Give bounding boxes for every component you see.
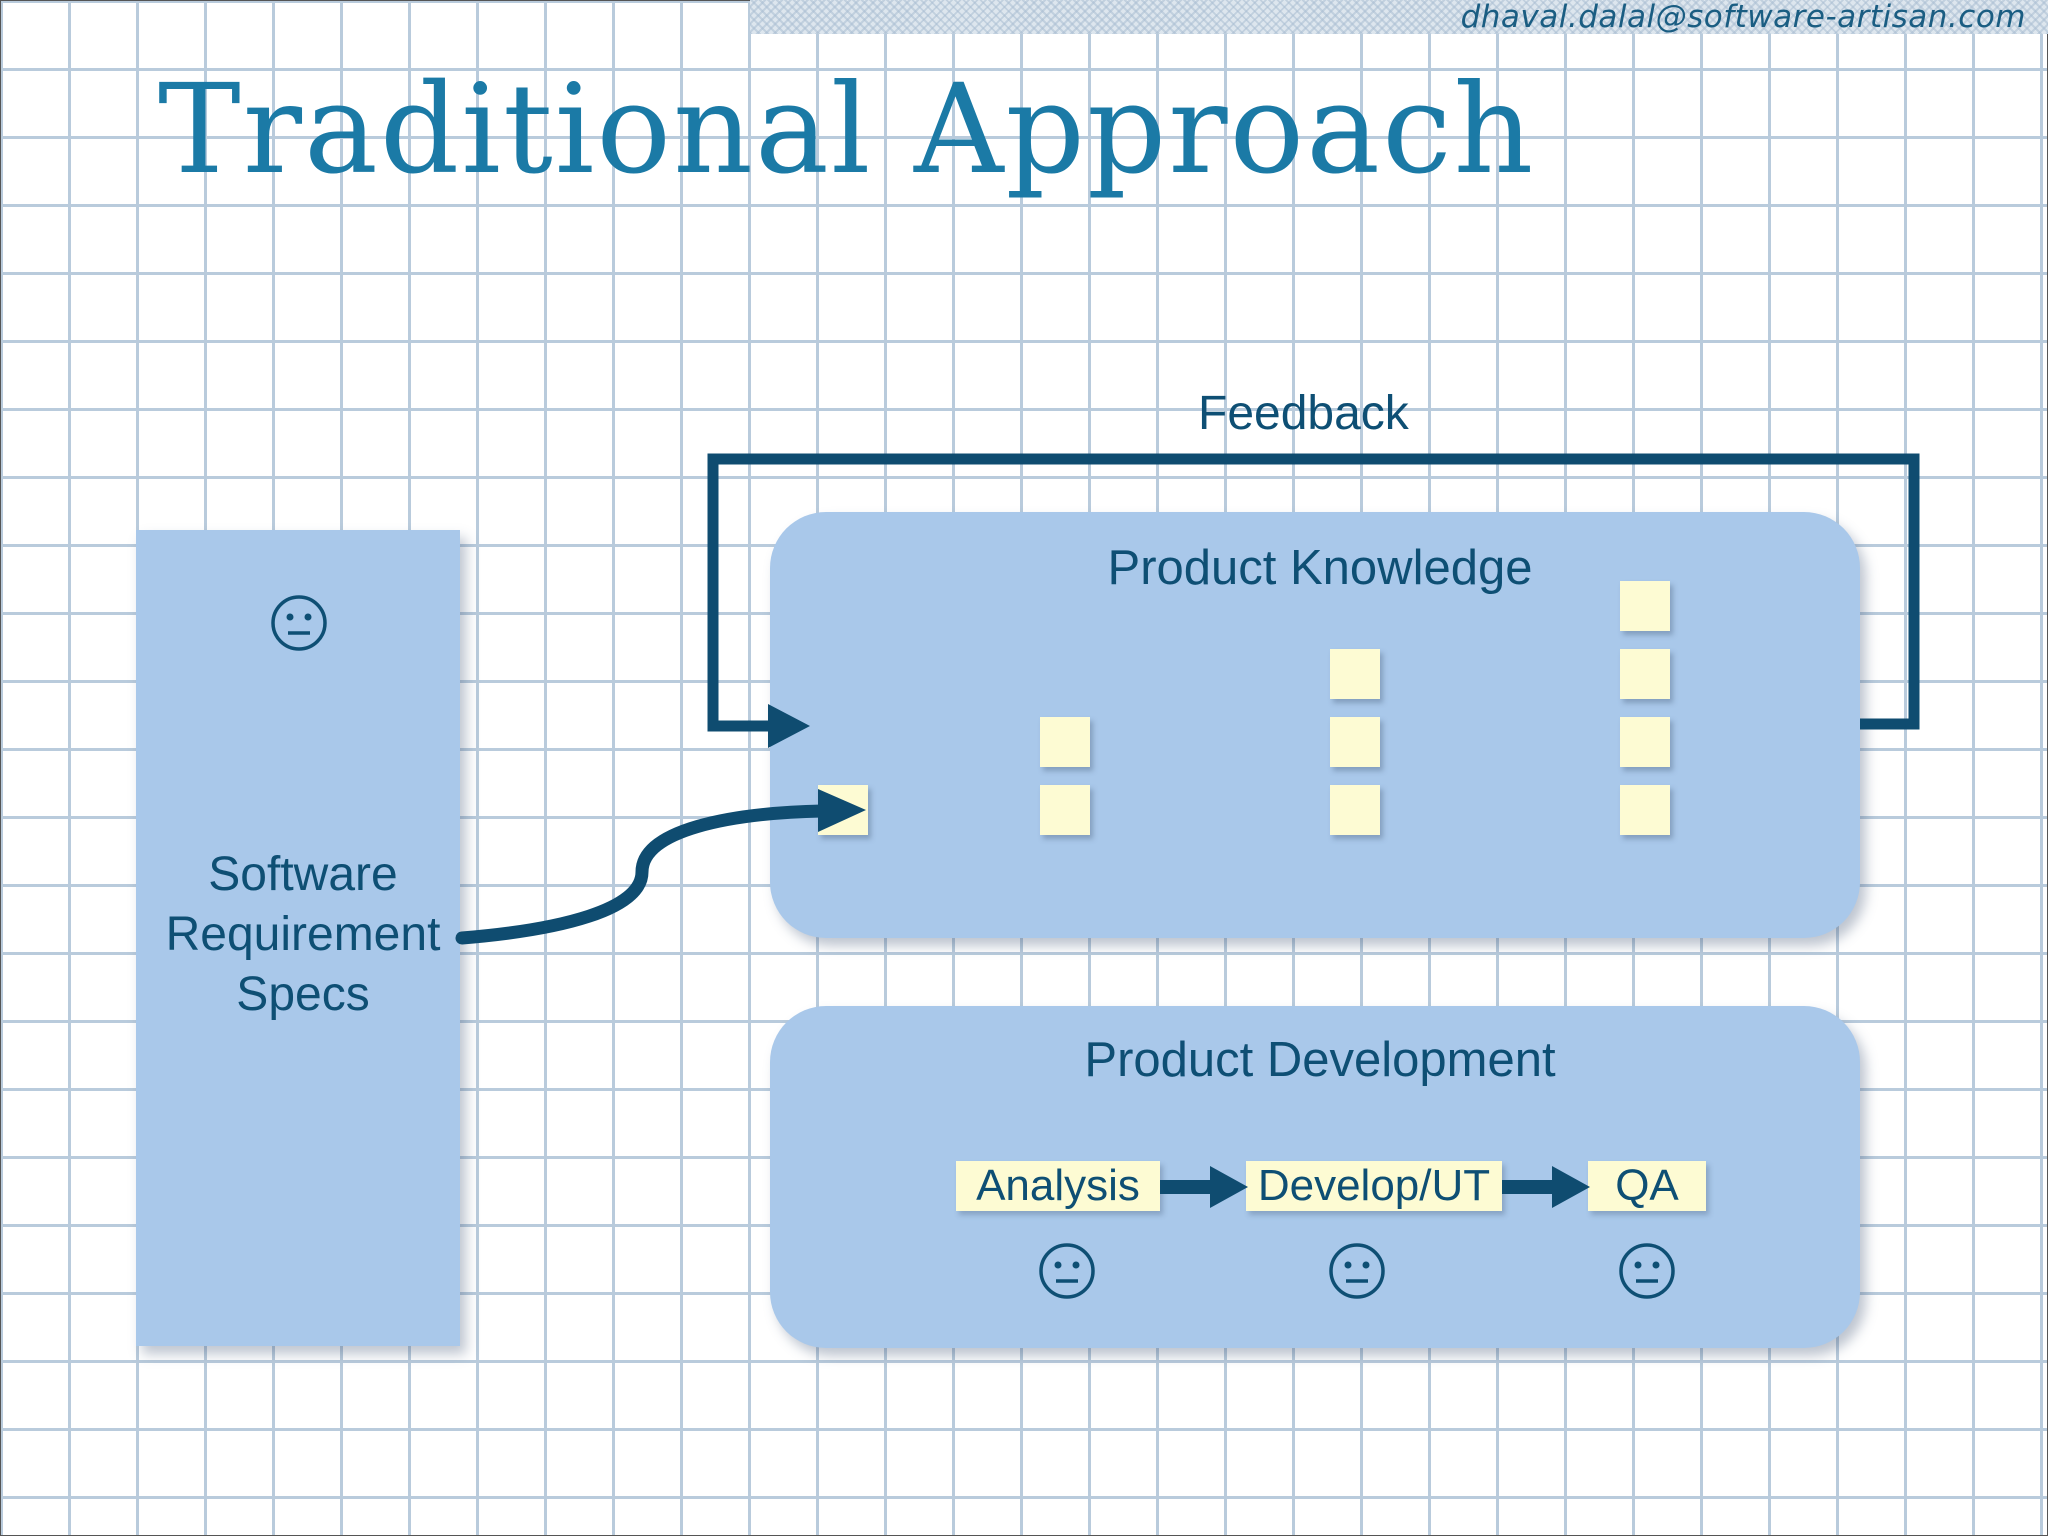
knowledge-note-2-1	[1040, 717, 1090, 767]
srs-label: Software Requirement Specs	[136, 845, 470, 1025]
knowledge-note-1-1	[818, 785, 868, 835]
analysis-neutral-face-icon	[1039, 1243, 1095, 1299]
qa-step: QA	[1588, 1161, 1706, 1211]
develop-ut-step: Develop/UT	[1246, 1161, 1502, 1211]
knowledge-note-2-2	[1040, 785, 1090, 835]
qa-neutral-face-icon	[1619, 1243, 1675, 1299]
knowledge-note-3-1	[1330, 649, 1380, 699]
srs-label-line-1: Software	[208, 848, 398, 901]
analysis-step: Analysis	[956, 1161, 1160, 1211]
knowledge-note-4-4	[1620, 785, 1670, 835]
product-development-label: Product Development	[1084, 1033, 1556, 1087]
srs-to-knowledge-arrow	[455, 804, 829, 945]
knowledge-note-3-2	[1330, 717, 1380, 767]
srs-panel	[136, 530, 460, 1346]
header-band: dhaval.dalal@software-artisan.com	[750, 0, 2048, 34]
slide-title: Traditional Approach	[158, 58, 1536, 202]
develop-neutral-face-icon	[1329, 1243, 1385, 1299]
knowledge-note-4-1	[1620, 581, 1670, 631]
knowledge-note-3-3	[1330, 785, 1380, 835]
srs-label-line-2: Requirement	[165, 908, 441, 961]
neutral-face-icon	[271, 595, 327, 651]
product-knowledge-label: Product Knowledge	[1107, 541, 1533, 595]
author-email: dhaval.dalal@software-artisan.com	[1460, 0, 2026, 35]
feedback-label: Feedback	[1198, 387, 1409, 440]
knowledge-note-4-3	[1620, 717, 1670, 767]
srs-label-line-3: Specs	[236, 968, 370, 1021]
knowledge-note-4-2	[1620, 649, 1670, 699]
